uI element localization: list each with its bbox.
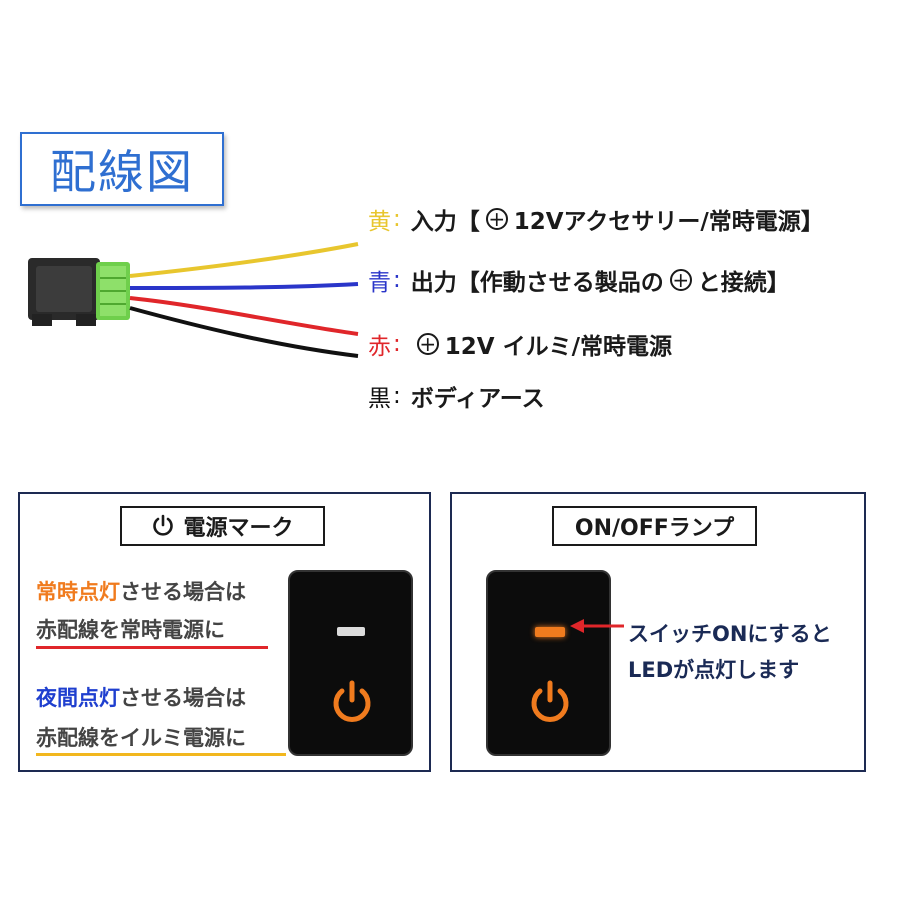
wire-label-yellow: 黄: [368, 209, 391, 235]
wire-colon: :: [393, 267, 401, 293]
note-night-highlight: 夜間点灯: [36, 686, 120, 710]
note-constant-rest: させる場合は: [120, 580, 246, 604]
wire-desc-blue-pre: 出力【作動させる製品の: [410, 270, 664, 296]
wire-colon: :: [393, 331, 401, 357]
wire-row-black: 黒 : ボディアース: [368, 379, 545, 413]
plus-circle-icon: +: [669, 269, 692, 291]
diagram-title-box: 配線図: [20, 132, 224, 206]
power-mark-panel: 電源マーク 常時点灯させる場合は 赤配線を常時電源に 夜間点灯させる場合は 赤配…: [18, 492, 431, 772]
black-wire: [129, 306, 359, 358]
wire-desc-red-post: 12V イルミ/常時電源: [444, 334, 672, 360]
wire-desc-black: ボディアース: [410, 386, 545, 412]
yellow-wire: [129, 242, 359, 278]
orange-power-icon: [333, 680, 371, 722]
yellow-underline: [36, 753, 286, 756]
diagram-title: 配線図: [50, 145, 194, 199]
red-wire: [129, 296, 359, 336]
on-off-lamp-title: ON/OFFランプ: [552, 506, 757, 546]
power-mark-title-text: 電源マーク: [183, 516, 294, 541]
power-icon: [153, 514, 174, 536]
wire-desc-blue-post: と接続】: [697, 270, 790, 296]
wire-colon: :: [393, 383, 401, 409]
switch-illustration-on: [486, 570, 611, 756]
wire-colon: :: [393, 206, 401, 232]
wire-label-red: 赤: [368, 334, 391, 360]
note-night-line2: 赤配線をイルミ電源に: [36, 726, 246, 750]
note-night-rest: させる場合は: [120, 686, 246, 710]
led-window-on: [535, 627, 565, 637]
note-constant-light: 常時点灯させる場合は: [36, 576, 246, 606]
note-constant-highlight: 常時点灯: [36, 580, 120, 604]
connector-wiring-illustration: [28, 242, 359, 358]
wire-row-yellow: 黄 : 入力【 + 12Vアクセサリー/常時電源】: [368, 202, 824, 236]
led-window-off: [337, 627, 365, 636]
wire-label-blue: 青: [368, 270, 391, 296]
callout-line1: スイッチONにすると: [628, 622, 832, 646]
red-arrow-icon: [570, 619, 624, 633]
note-constant-line2: 赤配線を常時電源に: [36, 618, 225, 642]
callout-line2: LEDが点灯します: [628, 658, 800, 682]
red-underline: [36, 646, 268, 649]
on-off-lamp-panel: ON/OFFランプ スイッチONにすると LEDが点灯します: [450, 492, 866, 772]
switch-illustration: [288, 570, 413, 756]
wire-row-blue: 青 : 出力【作動させる製品の + と接続】: [368, 263, 790, 297]
plus-circle-icon: +: [416, 333, 439, 355]
orange-power-icon: [531, 680, 569, 722]
wire-row-red: 赤 : + 12V イルミ/常時電源: [368, 327, 672, 361]
blue-wire: [129, 282, 359, 290]
plus-circle-icon: +: [485, 208, 508, 230]
wire-desc-yellow-pre: 入力【: [410, 209, 480, 235]
wire-desc-yellow-post: 12Vアクセサリー/常時電源】: [513, 209, 824, 235]
power-mark-panel-title: 電源マーク: [120, 506, 325, 546]
wire-label-black: 黒: [368, 386, 391, 412]
note-night-light: 夜間点灯させる場合は: [36, 682, 246, 712]
